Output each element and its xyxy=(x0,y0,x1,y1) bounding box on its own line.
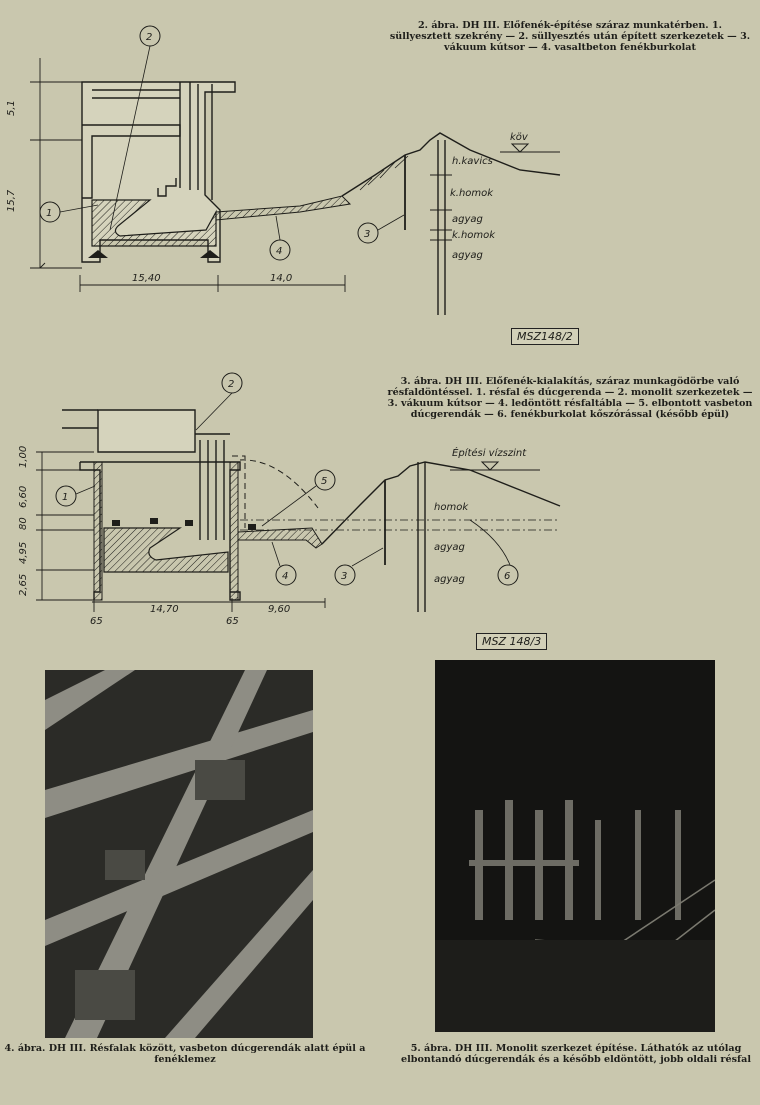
fig3-callout-1: 1 xyxy=(62,492,68,503)
fig3-soil-agyag2: agyag xyxy=(434,574,465,585)
fig3-stamp: MSZ 148/3 xyxy=(476,633,548,650)
fig2-callout-4: 4 xyxy=(276,246,282,257)
fig2-stamp: MSZ148/2 xyxy=(511,328,579,345)
fig5-caption: 5. ábra. DH III. Monolit szerkezet építé… xyxy=(401,1043,751,1065)
fig2-soil-kavics: h.kavics xyxy=(452,156,493,167)
fig5-photo xyxy=(435,660,715,1032)
fig3-dim-d4: 4,95 xyxy=(18,542,29,564)
fig3-dim-b2: 65 xyxy=(226,616,239,627)
fig3-dim-w2: 9,60 xyxy=(268,604,290,615)
fig4-caption: 4. ábra. DH III. Résfalak között, vasbet… xyxy=(4,1043,366,1065)
fig3-callout-2: 2 xyxy=(228,379,234,390)
fig3-dim-d1: 1,00 xyxy=(18,446,29,468)
fig3-dim-w1: 14,70 xyxy=(150,604,179,615)
fig2-drawing: 5,1 15,7 15,40 14,0 2 1 3 4 köv h.kavics… xyxy=(6,25,561,315)
fig3-callout-3: 3 xyxy=(341,571,347,582)
fig2-soil-kov: köv xyxy=(510,132,529,143)
fig3-soil-homok: homok xyxy=(434,502,469,513)
fig2-soil-khomok: k.homok xyxy=(452,230,496,241)
fig2-dim-w2: 14,0 xyxy=(270,273,292,284)
fig3-callout-5: 5 xyxy=(321,476,327,487)
fig2-soil-agyag1: agyag xyxy=(452,214,483,225)
fig3-dim-d3: 80 xyxy=(18,517,29,530)
fig3-callout-4: 4 xyxy=(282,571,288,582)
fig2-soil-homok: k.homok xyxy=(450,188,494,199)
fig2-caption: 2. ábra. DH III. Előfenék-építése száraz… xyxy=(389,20,751,53)
fig4-photo xyxy=(45,670,313,1038)
fig3-soil-level: Építési vízszint xyxy=(452,446,527,459)
fig2-dim-w1: 15,40 xyxy=(132,273,161,284)
fig2-callout-2: 2 xyxy=(146,32,152,43)
fig3-dim-d2: 6,60 xyxy=(18,486,29,508)
fig2-soil-agyag2: agyag xyxy=(452,250,483,261)
fig2-dim-h1: 5,1 xyxy=(6,100,17,116)
fig3-drawing: 1,00 6,60 80 4,95 2,65 14,70 9,60 65 65 … xyxy=(18,372,561,627)
fig2-dim-h2: 15,7 xyxy=(6,189,17,212)
fig3-callout-6: 6 xyxy=(504,571,510,582)
fig3-caption: 3. ábra. DH III. Előfenék-kialakítás, sz… xyxy=(387,376,753,420)
fig3-dim-b1: 65 xyxy=(90,616,103,627)
fig2-callout-3: 3 xyxy=(364,229,370,240)
fig3-dim-d5: 2,65 xyxy=(18,574,29,596)
fig3-soil-agyag1: agyag xyxy=(434,542,465,553)
fig2-callout-1: 1 xyxy=(46,208,52,219)
